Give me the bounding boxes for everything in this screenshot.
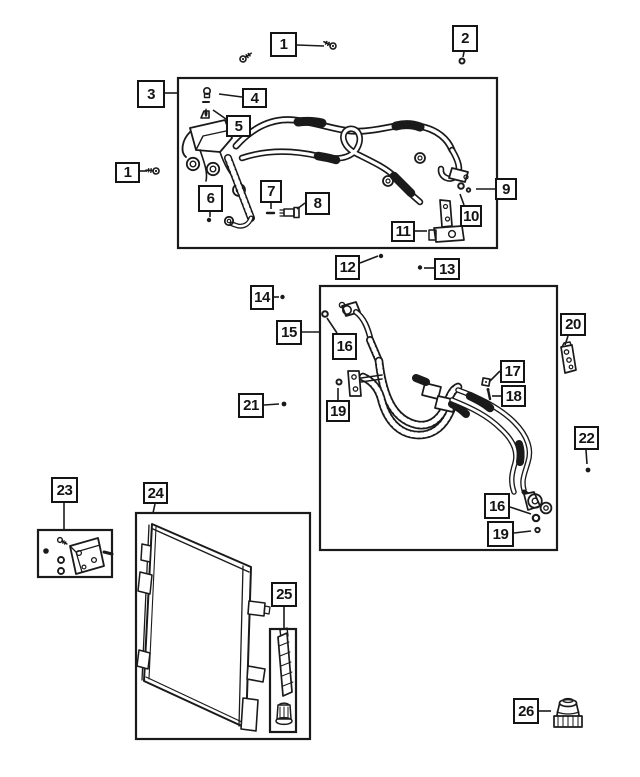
callout-box-15[interactable]: 15: [276, 320, 302, 345]
callout-box-25[interactable]: 25: [271, 582, 297, 607]
callout-box-6[interactable]: 6: [198, 185, 223, 212]
bolt-icon: [279, 206, 300, 219]
leader-line-22: [585, 449, 588, 465]
leader-line-1-top: [296, 44, 325, 47]
callout-box-3[interactable]: 3: [137, 80, 165, 108]
screw-icon: [239, 52, 252, 63]
leader-line-2: [462, 51, 465, 58]
o-ring-icon: [534, 526, 541, 534]
callout-box-23[interactable]: 23: [51, 477, 78, 503]
o-ring-icon: [457, 182, 465, 190]
o-ring-icon: [531, 513, 541, 523]
o-ring-icon: [321, 310, 329, 318]
callout-box-10[interactable]: 10: [460, 205, 482, 227]
callout-box-5[interactable]: 5: [226, 115, 251, 137]
hose-assembly-art: [181, 87, 472, 243]
callout-box-26[interactable]: 26: [513, 698, 539, 724]
o-ring-icon: [335, 378, 343, 386]
callout-box-16-top[interactable]: 16: [332, 333, 357, 360]
receiver-drier-art: [275, 627, 294, 726]
grommet-dot-icon: [378, 253, 384, 259]
grommet-dot-icon: [417, 265, 423, 270]
callout-box-8[interactable]: 8: [305, 192, 330, 215]
leader-line-21: [263, 403, 280, 406]
frame-condenser: [134, 511, 312, 741]
o-ring-icon: [465, 187, 472, 193]
grommet-dot-icon: [280, 294, 285, 300]
callout-box-1-top[interactable]: 1: [270, 32, 297, 57]
leader-line-4: [218, 93, 243, 98]
condenser-art: [136, 523, 271, 732]
callout-box-2[interactable]: 2: [452, 25, 478, 52]
callout-box-16-bottom[interactable]: 16: [484, 493, 510, 519]
callout-box-19-top[interactable]: 19: [326, 400, 350, 422]
bracket-icon: [560, 341, 577, 374]
callout-box-9[interactable]: 9: [495, 178, 517, 200]
leader-line-20: [564, 335, 569, 346]
bracket-icon: [428, 199, 465, 243]
callout-box-12[interactable]: 12: [335, 255, 360, 280]
leader-line-8: [296, 202, 306, 210]
callout-box-18[interactable]: 18: [501, 385, 526, 407]
screw-icon: [145, 167, 160, 175]
pin-icon: [486, 388, 492, 401]
callout-box-22[interactable]: 22: [574, 426, 599, 450]
callout-box-4[interactable]: 4: [242, 88, 267, 108]
leader-line-10: [459, 193, 465, 206]
callout-box-1-left[interactable]: 1: [115, 162, 140, 183]
liquid-line-art: [321, 301, 553, 534]
bolt-icon: [202, 87, 212, 117]
leader-line-16-bottom: [509, 506, 532, 515]
screw-icon: [323, 40, 337, 50]
clip-icon: [481, 377, 491, 387]
callout-box-7[interactable]: 7: [260, 180, 282, 203]
leader-line-16-top: [326, 317, 338, 334]
leader-line-19-bottom: [513, 530, 532, 534]
frame-receiver-drier: [268, 627, 298, 734]
leader-line-17: [489, 370, 501, 382]
callout-box-11[interactable]: 11: [391, 221, 415, 242]
bracket-icon: [347, 370, 383, 397]
mounting-bracket-art: [43, 536, 114, 575]
grommet-dot-icon: [458, 57, 466, 65]
valve-cap-icon: [553, 697, 583, 728]
callout-box-14[interactable]: 14: [250, 285, 274, 310]
callout-box-20[interactable]: 20: [560, 313, 586, 336]
leader-line-12: [359, 255, 379, 264]
leader-line-24: [152, 503, 156, 514]
frame-liquid-line: [318, 284, 559, 552]
frame-mounting-bracket: [36, 528, 114, 579]
callout-box-13[interactable]: 13: [434, 258, 460, 280]
grommet-dot-icon: [206, 217, 212, 223]
callout-box-21[interactable]: 21: [238, 393, 264, 418]
grommet-dot-icon: [585, 467, 591, 473]
frame-suction-discharge-line: [176, 76, 499, 250]
grommet-dot-icon: [281, 401, 287, 407]
leader-line-5: [212, 109, 227, 120]
callout-box-19-bottom[interactable]: 19: [487, 521, 514, 547]
callout-box-24[interactable]: 24: [143, 482, 168, 504]
callout-box-17[interactable]: 17: [500, 360, 525, 383]
